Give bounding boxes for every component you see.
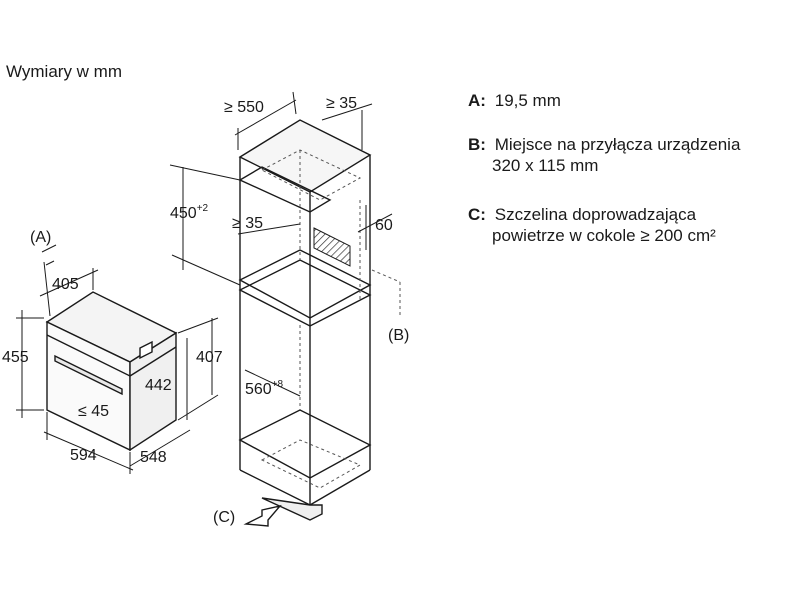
oven-dim-width: 594	[70, 447, 97, 464]
oven-dim-front-height: 442	[145, 377, 172, 394]
legend-text-c-2: powietrze w cokole ≥ 200 cm²	[492, 226, 716, 245]
legend-text-b: Miejsce na przyłącza urządzenia	[494, 135, 741, 154]
cabinet-dim-opening-height-value: 450	[170, 205, 197, 222]
cabinet-dim-inner-width: 560+8	[245, 379, 284, 398]
cabinet-shelf-lower	[238, 249, 372, 319]
oven-drawing	[45, 291, 178, 452]
legend-key-a: A:	[468, 91, 486, 110]
legend-key-b: B:	[468, 135, 486, 154]
legend-item-c: C: Szczelina doprowadzająca powietrze w …	[468, 204, 716, 246]
legend-text-b-2: 320 x 115 mm	[492, 156, 599, 175]
cabinet-shelf-upper	[238, 166, 332, 213]
cabinet-drawing	[238, 119, 372, 521]
cabinet-label-c: (C)	[213, 509, 235, 526]
cabinet-dim-opening-height: 450+2	[170, 203, 209, 222]
oven-dimension-lines	[16, 244, 219, 474]
cabinet-dim-depth-side: 60	[375, 217, 393, 234]
cabinet-label-b: (B)	[388, 327, 409, 344]
cabinet-dim-opening-height-tol: +2	[197, 203, 209, 214]
oven-dim-height-total: 455	[2, 349, 29, 366]
cabinet-dim-depth: ≥ 550	[224, 99, 264, 116]
oven-dim-handle: ≤ 45	[78, 403, 109, 420]
oven-side-face	[129, 331, 177, 452]
cabinet-top	[238, 119, 372, 193]
legend-key-c: C:	[468, 205, 486, 224]
cabinet-inner-dashed	[260, 149, 401, 489]
cabinet-dim-rear-gap-top: ≥ 35	[326, 95, 357, 112]
cabinet-dimension-lines	[169, 91, 393, 397]
legend-text-c: Szczelina doprowadzająca	[494, 205, 697, 224]
oven-handle	[54, 354, 123, 396]
legend-text-a: 19,5 mm	[494, 91, 561, 110]
air-inlet-arrow	[243, 504, 282, 527]
legend-item-b: B: Miejsce na przyłącza urządzenia 320 x…	[468, 134, 740, 176]
cabinet-dim-inner-width-value: 560	[245, 381, 272, 398]
oven-dim-depth-top: 405	[52, 276, 79, 293]
legend-item-a: A: 19,5 mm	[468, 90, 561, 111]
cabinet-plinth	[261, 497, 323, 521]
oven-dim-depth: 548	[140, 449, 167, 466]
dimensions-title: Wymiary w mm	[6, 62, 122, 81]
connection-area-b	[313, 227, 351, 267]
cabinet-dim-rear-gap: ≥ 35	[232, 215, 263, 232]
oven-dim-height-right: 407	[196, 349, 223, 366]
oven-label-a: (A)	[30, 229, 51, 246]
cabinet-dim-inner-width-tol: +8	[272, 379, 284, 390]
